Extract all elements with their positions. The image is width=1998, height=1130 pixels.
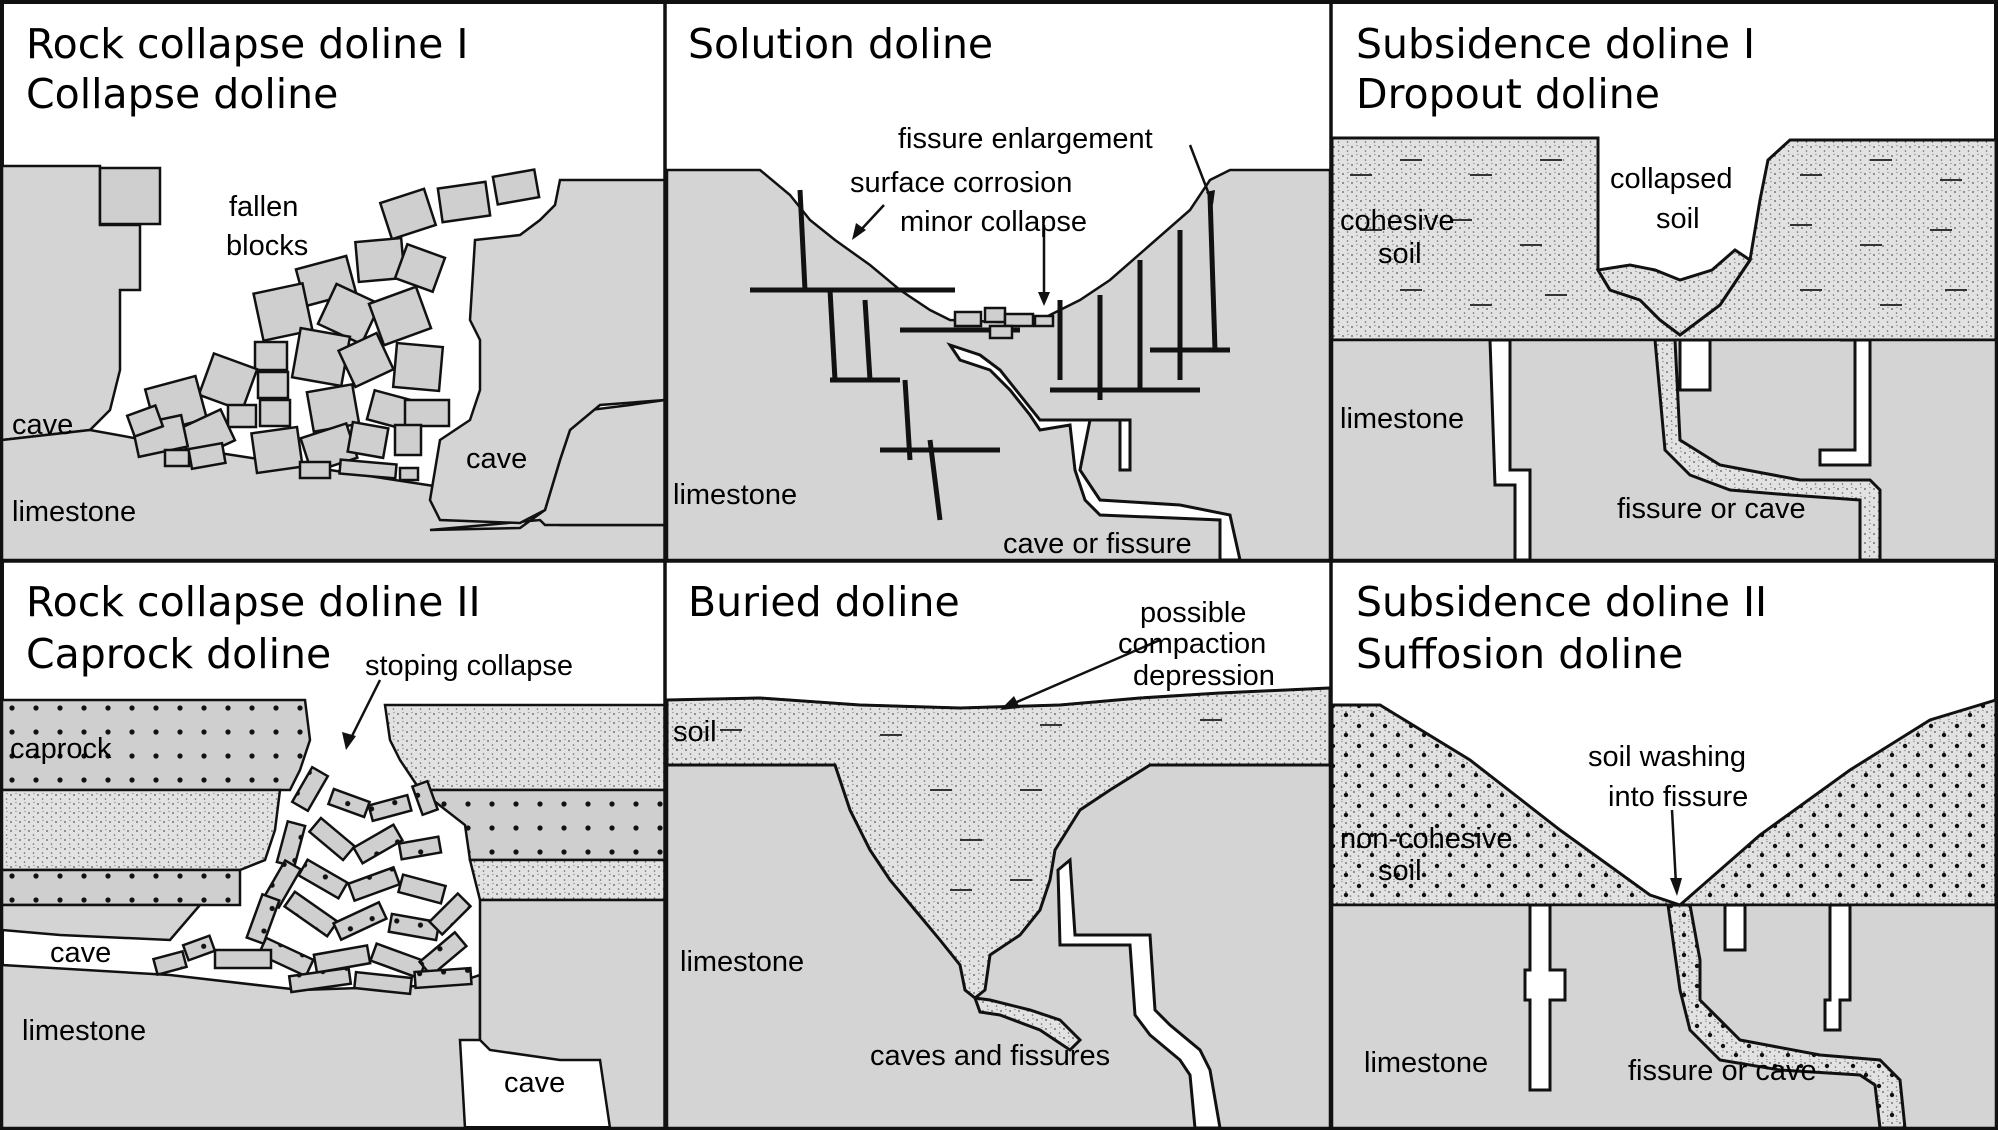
label-depression: depression xyxy=(1133,660,1275,692)
label-non-cohesive: non-cohesive xyxy=(1340,823,1513,855)
collapsed-soil xyxy=(1595,248,1753,337)
label-limestone-2: limestone xyxy=(673,479,797,511)
label-cave-or-fissure: cave or fissure xyxy=(1003,528,1192,560)
fissure-right-3 xyxy=(1818,338,1872,467)
label-minor-collapse: minor collapse xyxy=(900,206,1087,238)
panel4-title-line2: Caprock doline xyxy=(26,630,331,678)
label-compaction: compaction xyxy=(1118,628,1266,660)
soil-dashes xyxy=(1350,159,1967,306)
label-collapsed-soil: soil xyxy=(1656,203,1700,235)
label-into-fissure: into fissure xyxy=(1608,781,1748,813)
solution-cave xyxy=(946,342,1242,562)
label-fissure-enlargement: fissure enlargement xyxy=(898,123,1153,155)
panel4-title-line1: Rock collapse doline II xyxy=(26,578,481,626)
panel-solution-doline: Solution doline fissure enlargement surf… xyxy=(665,20,1332,562)
panel6-title-line2: Suffosion doline xyxy=(1356,630,1683,678)
fissure-left-6 xyxy=(1523,903,1567,1092)
label-blocks: blocks xyxy=(226,230,308,262)
label-limestone-3: limestone xyxy=(1340,403,1464,435)
label-caprock: caprock xyxy=(10,733,112,765)
label-cave-right: cave xyxy=(466,443,527,475)
label-surface-corrosion: surface corrosion xyxy=(850,167,1072,199)
panel-rock-collapse-doline-1: Rock collapse doline I Collapse doline f… xyxy=(0,20,667,562)
label-fissure-or-cave-3: fissure or cave xyxy=(1617,493,1806,525)
panel3-title-line1: Subsidence doline I xyxy=(1356,20,1755,68)
panel-subsidence-doline-2: Subsidence doline II Suffosion doline no… xyxy=(1330,578,1998,1130)
label-caves-and-fissures: caves and fissures xyxy=(870,1040,1110,1072)
panel-rock-collapse-doline-2: Rock collapse doline II Caprock doline s… xyxy=(0,578,667,1130)
panel-buried-doline: Buried doline possible compaction depres… xyxy=(665,578,1332,1130)
label-limestone-6: limestone xyxy=(1364,1047,1488,1079)
label-cohesive: cohesive xyxy=(1340,205,1454,237)
panel3-title-line2: Dropout doline xyxy=(1356,70,1660,118)
panel5-title: Buried doline xyxy=(688,578,960,626)
panel1-title-line1: Rock collapse doline I xyxy=(26,20,468,68)
label-soil-5: soil xyxy=(673,716,717,748)
washed-soil-6 xyxy=(1666,903,1907,1130)
minor-collapse-rubble xyxy=(953,306,1055,340)
label-possible: possible xyxy=(1140,597,1246,629)
buried-soil-dashes xyxy=(720,719,1222,891)
label-soil-washing: soil washing xyxy=(1588,741,1746,773)
stoping-collapse-blocks xyxy=(151,765,473,996)
label-limestone-1: limestone xyxy=(12,496,136,528)
fissure-small-6 xyxy=(1723,903,1747,952)
solution-fissures xyxy=(750,189,1230,521)
panel1-title-line2: Collapse doline xyxy=(26,70,338,118)
label-fissure-or-cave-6: fissure or cave xyxy=(1628,1055,1817,1087)
fissure-right-6 xyxy=(1823,903,1852,1032)
label-stoping-collapse: stoping collapse xyxy=(365,650,573,682)
buried-fissures xyxy=(1056,856,1222,1130)
label-cave-4-left: cave xyxy=(50,937,111,969)
fissure-small-3 xyxy=(1678,338,1712,392)
label-cave-left: cave xyxy=(12,409,73,441)
label-collapsed: collapsed xyxy=(1610,163,1733,195)
buried-soil-fill xyxy=(665,686,1332,1000)
panel6-title-line1: Subsidence doline II xyxy=(1356,578,1767,626)
fallen-blocks xyxy=(125,168,541,482)
label-cave-4-right: cave xyxy=(504,1067,565,1099)
panel-subsidence-doline-1: Subsidence doline I Dropout doline cohes… xyxy=(1330,20,1998,562)
panel2-title: Solution doline xyxy=(688,20,993,68)
label-limestone-4: limestone xyxy=(22,1015,146,1047)
label-non-cohesive-soil: soil xyxy=(1378,855,1422,887)
label-limestone-5: limestone xyxy=(680,946,804,978)
label-cohesive-soil: soil xyxy=(1378,238,1422,270)
label-fallen: fallen xyxy=(229,191,298,223)
